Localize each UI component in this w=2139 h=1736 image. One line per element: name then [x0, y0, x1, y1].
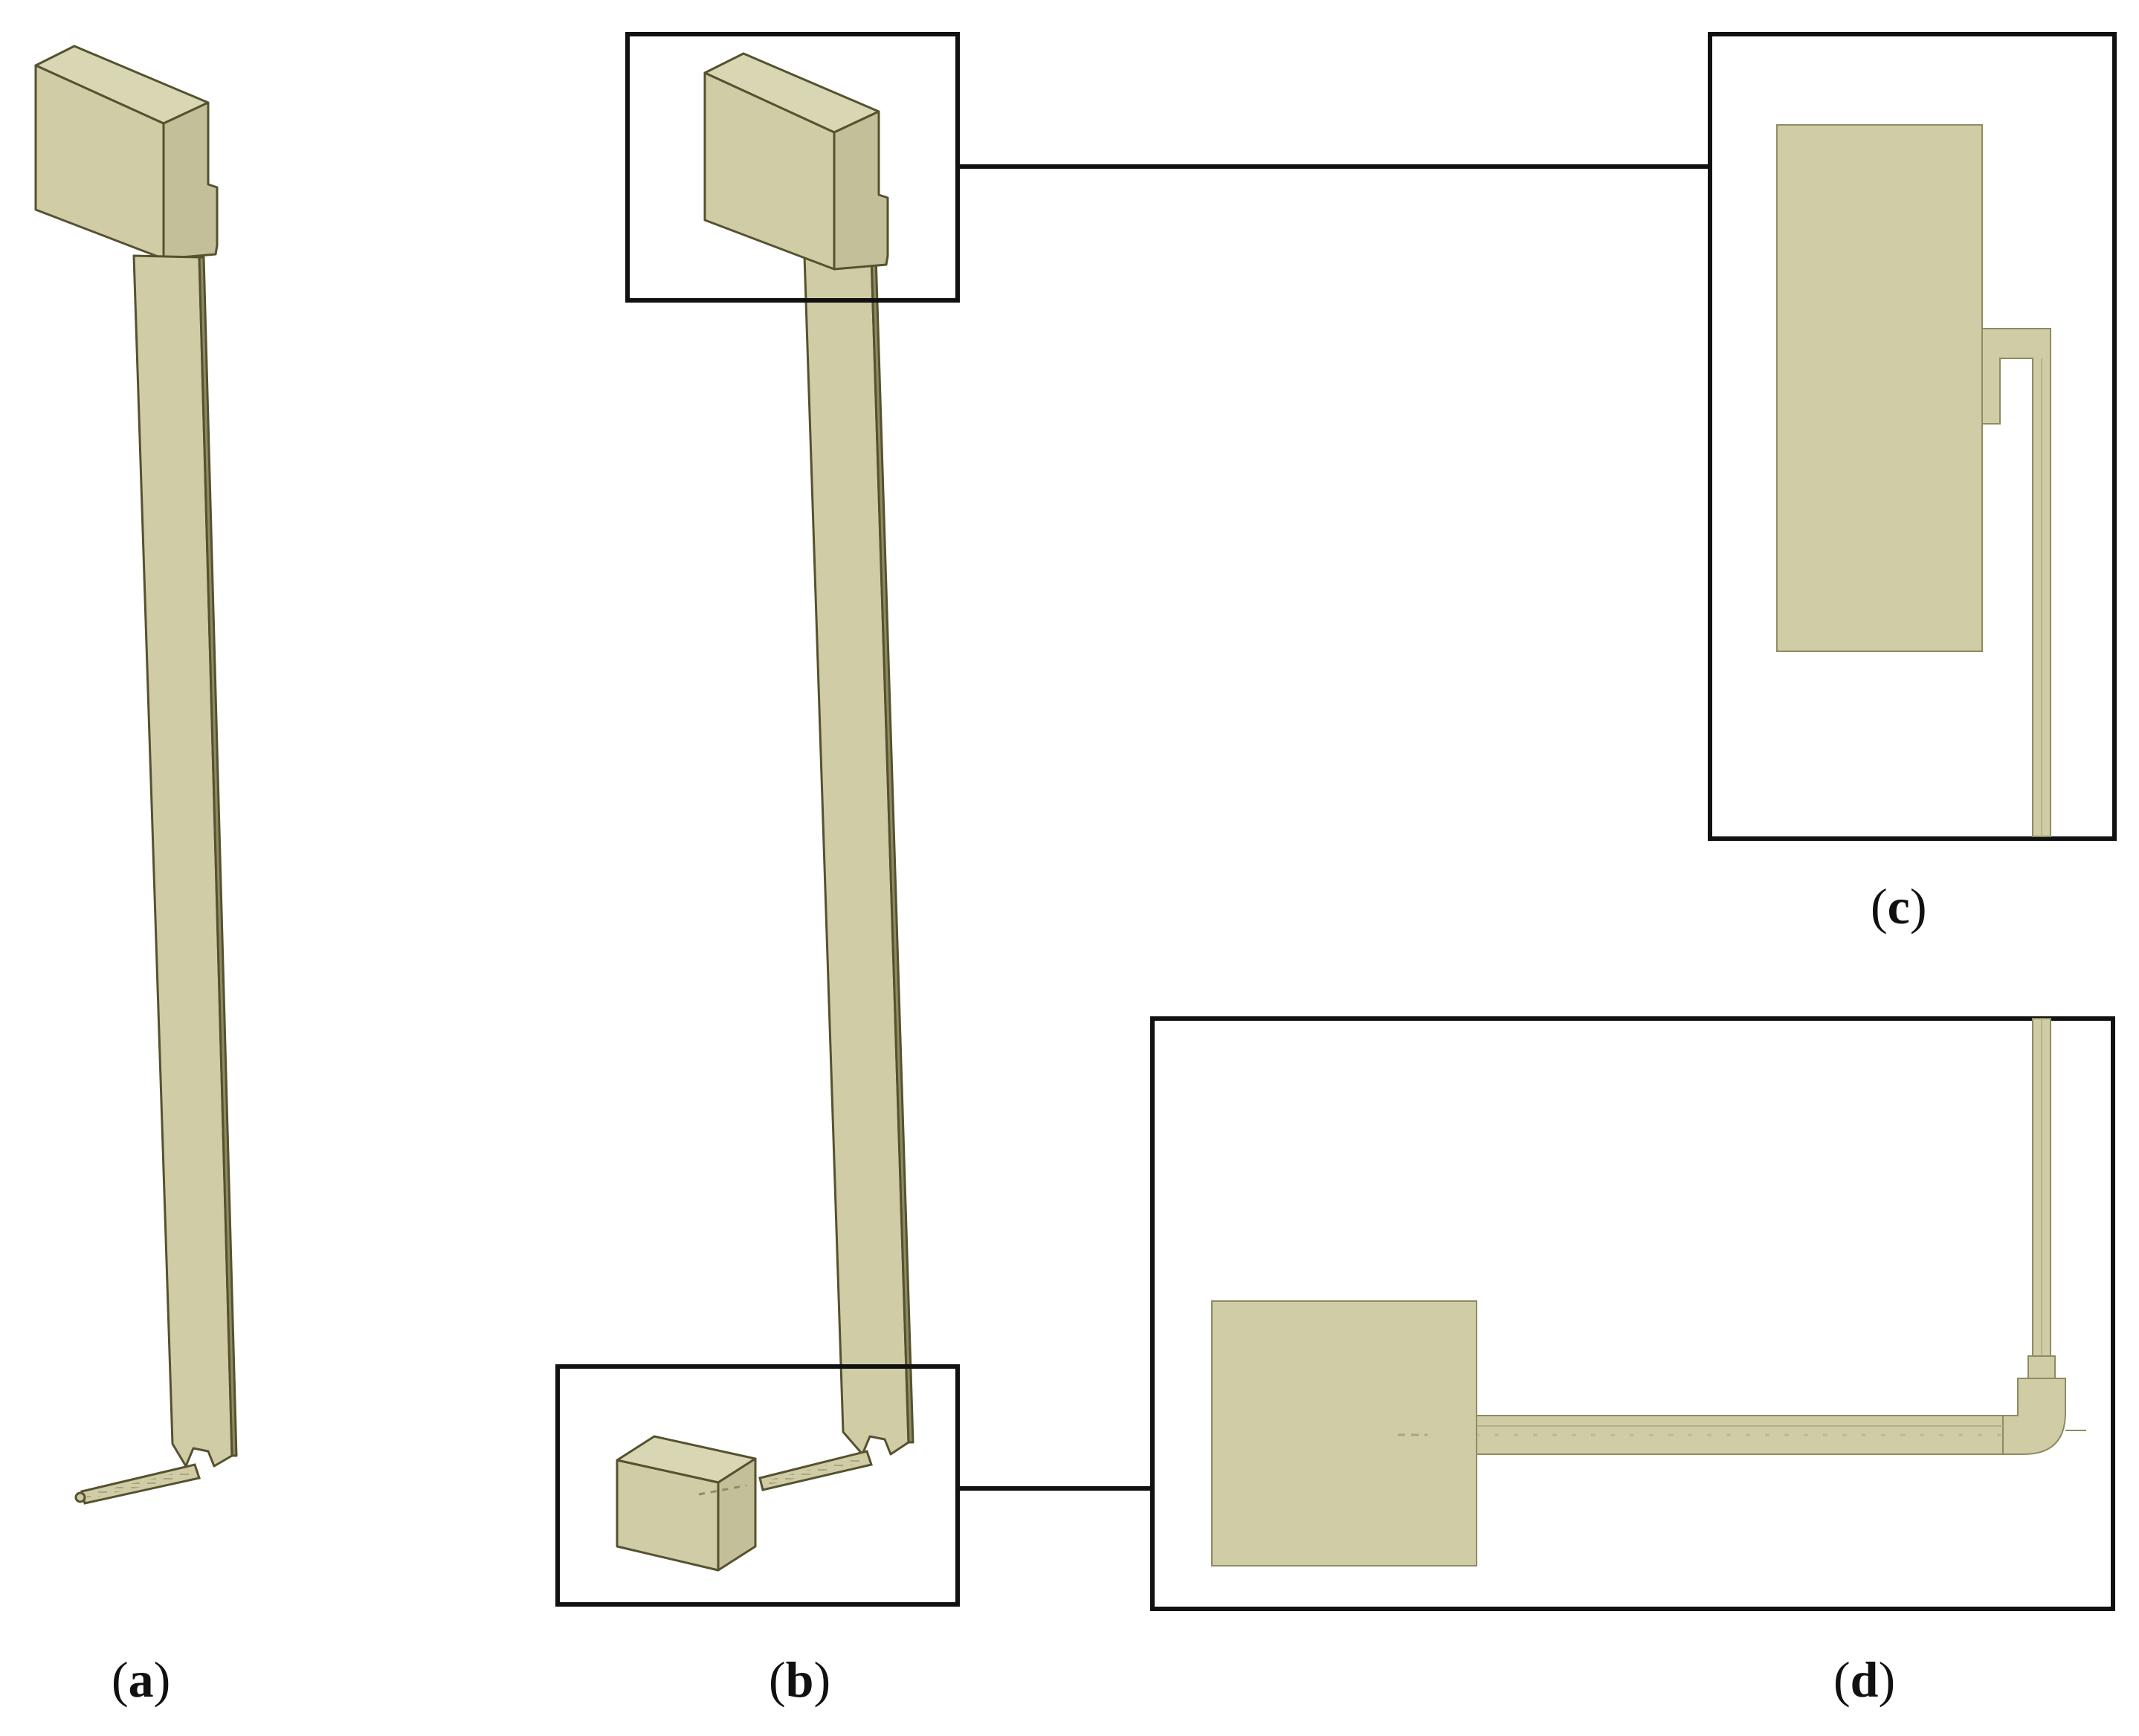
panel-c-outlet-pipe — [1981, 328, 2051, 837]
panel-b-head-block — [703, 52, 889, 271]
panel-label-d-open: ( — [1833, 1651, 1851, 1708]
panel-label-a: (a) — [112, 1654, 170, 1705]
panel-label-b-close: ) — [813, 1651, 831, 1708]
panel-a-model — [34, 45, 238, 1505]
panel-c-head-face — [1776, 124, 1983, 652]
panel-d-reservoir-face — [1211, 1300, 1477, 1566]
panel-label-d-letter: d — [1850, 1651, 1879, 1708]
panel-label-c: (c) — [1871, 881, 1927, 932]
panel-label-a-open: ( — [112, 1651, 129, 1708]
panel-label-d-close: ) — [1878, 1651, 1896, 1708]
panel-label-c-open: ( — [1871, 878, 1888, 935]
panel-b-model — [555, 32, 960, 1607]
panel-a-column — [132, 254, 238, 1468]
panel-b-reservoir-box — [616, 1435, 757, 1572]
panel-a-head-block — [34, 45, 219, 260]
panel-label-a-close: ) — [153, 1651, 171, 1708]
panel-label-c-letter: c — [1887, 878, 1910, 935]
panel-label-a-letter: a — [128, 1651, 154, 1708]
panel-c-detail — [1708, 32, 2117, 841]
panel-label-b-open: ( — [769, 1651, 786, 1708]
panel-d-elbow — [1999, 1378, 2066, 1455]
panel-label-b: (b) — [769, 1654, 830, 1705]
panel-d-horizontal-pipe — [1474, 1415, 2004, 1455]
panel-d-detail — [1150, 1016, 2115, 1611]
panel-b-column — [803, 254, 914, 1456]
panel-a-pipe — [74, 1463, 201, 1505]
panel-b-pipe — [758, 1450, 873, 1491]
panel-label-d: (d) — [1833, 1654, 1895, 1705]
panel-d-vertical-pipe — [2027, 1018, 2056, 1379]
panel-b-zoom-frame-bottom — [555, 1364, 960, 1607]
panel-label-b-letter: b — [785, 1651, 814, 1708]
panel-label-c-close: ) — [1909, 878, 1927, 935]
